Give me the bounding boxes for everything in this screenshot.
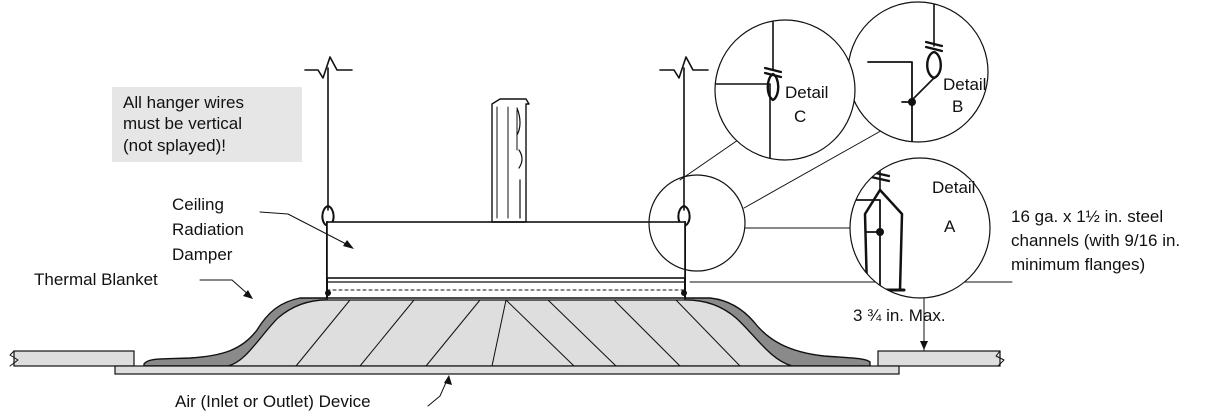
- leader-device-arrow: [444, 375, 452, 385]
- note-line-3: (not splayed)!: [123, 136, 226, 155]
- callout-line-c: [679, 139, 739, 181]
- actuator-link: [516, 107, 523, 169]
- detail-c: Detail C: [714, 19, 856, 161]
- damper-label-line-3: Damper: [172, 245, 233, 264]
- damper-label-line-1: Ceiling: [172, 195, 224, 214]
- ceiling-tile-right: [877, 350, 1001, 367]
- detail-a: Detail A: [849, 157, 991, 299]
- air-device: [114, 365, 900, 375]
- channel-rivet-left: [325, 290, 331, 296]
- damper-body: [326, 221, 686, 279]
- detail-b-letter: B: [952, 97, 963, 116]
- leader-device: [427, 377, 449, 407]
- note-line-2: must be vertical: [123, 114, 242, 133]
- blanket-label: Thermal Blanket: [34, 270, 158, 289]
- tile-break-right: [995, 350, 1005, 367]
- detail-c-word: Detail: [785, 83, 828, 102]
- detail-a-letter: A: [944, 217, 956, 236]
- leader-blanket-arrow: [243, 290, 253, 299]
- damper-label-line-2: Radiation: [172, 220, 244, 239]
- dim-arrow-bottom: [920, 341, 928, 350]
- leader-blanket: [199, 279, 251, 297]
- detail-b: Detail B: [847, 1, 989, 143]
- callout-line-b: [743, 127, 887, 209]
- channels-label-line-1: 16 ga. x 1½ in. steel: [1011, 207, 1163, 226]
- tile-break-left: [9, 350, 19, 367]
- leader-damper: [259, 211, 351, 247]
- insulation-hatch: [295, 299, 741, 367]
- note-line-1: All hanger wires: [123, 93, 244, 112]
- leader-damper-arrow: [343, 240, 354, 249]
- channels-label-line-3: minimum flanges): [1011, 255, 1145, 274]
- detail-callout-circle: [648, 174, 746, 272]
- ceiling-tile-left: [13, 350, 135, 367]
- detail-c-letter: C: [794, 107, 806, 126]
- wire-break-right: [659, 56, 709, 79]
- wire-break-left: [304, 56, 353, 79]
- damper-actuator: [491, 98, 530, 223]
- channel-rivet-right: [681, 290, 687, 296]
- note-box: [112, 87, 302, 162]
- dimension-label: 3 ¾ in. Max.: [853, 306, 946, 325]
- channels-label-line-2: channels (with 9/16 in.: [1011, 231, 1180, 250]
- detail-a-word: Detail: [932, 178, 975, 197]
- device-label: Air (Inlet or Outlet) Device: [175, 392, 371, 411]
- detail-b-word: Detail: [943, 75, 986, 94]
